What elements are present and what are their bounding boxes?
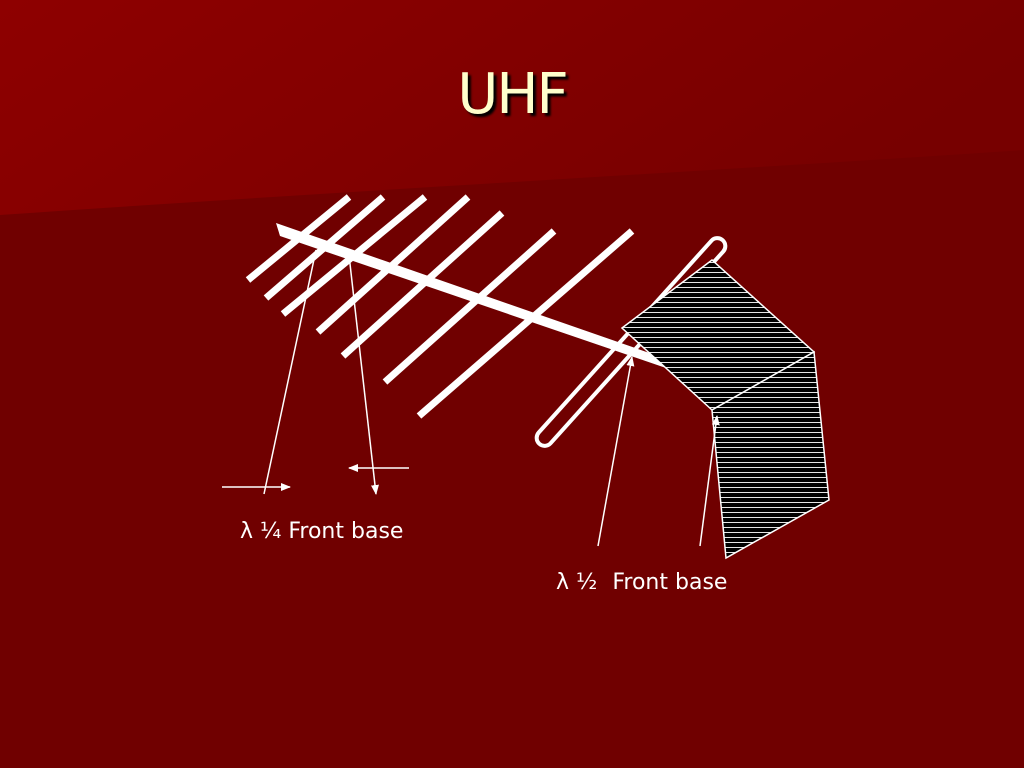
hatched-block-lower <box>711 350 830 560</box>
half-pointer-line-left <box>597 356 635 547</box>
lambda-symbol: λ <box>240 519 254 544</box>
lambda-symbol: λ <box>556 570 570 595</box>
quarter-wave-label: λ ¼ Front base <box>240 519 403 544</box>
antenna-boom <box>276 223 666 368</box>
director-elements <box>245 194 635 419</box>
half-fraction: ½ <box>576 570 598 595</box>
folded-dipole <box>534 236 728 448</box>
quarter-fraction: ¼ <box>260 519 282 544</box>
quarter-label-text: Front base <box>288 519 404 544</box>
half-pointer-line-right <box>699 415 720 547</box>
director-element <box>382 228 557 385</box>
quarter-pointer-line-right <box>348 254 379 495</box>
director-element <box>416 228 635 419</box>
half-label-text: Front base <box>612 570 728 595</box>
quarter-pointer-line-left <box>263 249 317 495</box>
slide-title: UHF <box>457 62 568 127</box>
half-wave-label: λ ½ Front base <box>556 570 727 595</box>
